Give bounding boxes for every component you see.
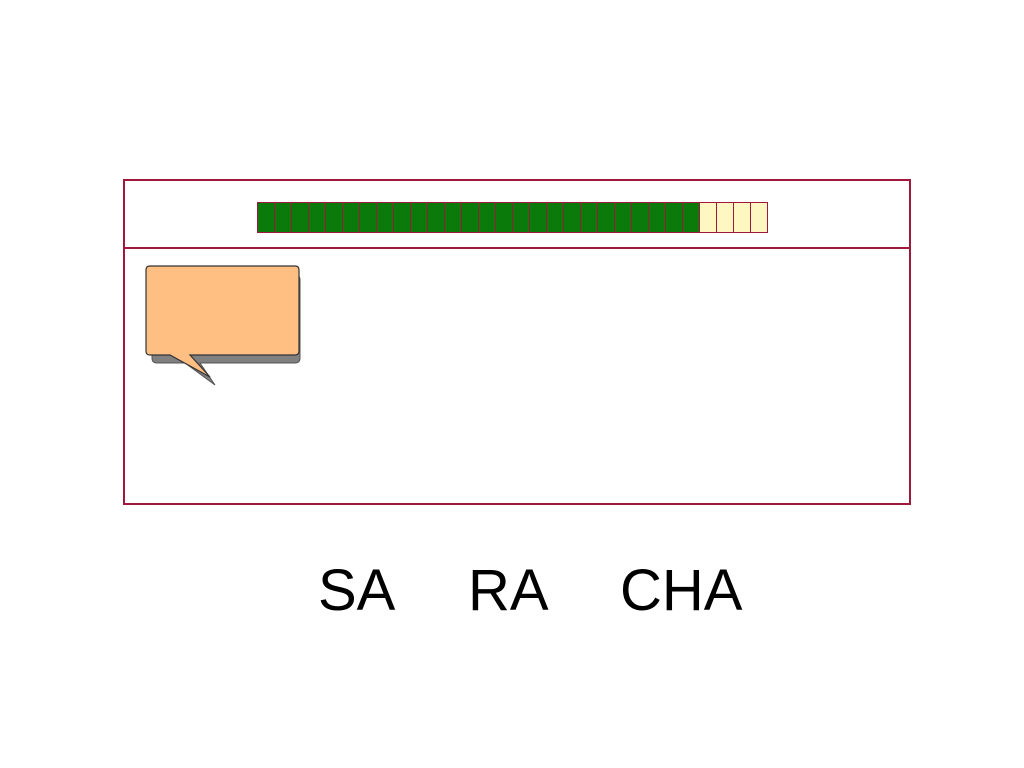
progress-segment-filled [598, 202, 615, 233]
label-sa: SA [318, 558, 396, 623]
label-cha: CHA [620, 558, 743, 623]
progress-segment-filled [292, 202, 309, 233]
label-ra: RA [468, 558, 549, 623]
progress-segment-filled [445, 202, 462, 233]
progress-segment-empty [734, 202, 751, 233]
progress-segment-filled [479, 202, 496, 233]
progress-segment-filled [683, 202, 700, 233]
progress-segment-filled [462, 202, 479, 233]
progress-segment-filled [343, 202, 360, 233]
progress-segment-filled [649, 202, 666, 233]
progress-segment-filled [496, 202, 513, 233]
progress-segment-filled [411, 202, 428, 233]
progress-segment-filled [258, 202, 275, 233]
progress-segment-filled [615, 202, 632, 233]
progress-segment-filled [377, 202, 394, 233]
progress-segment-filled [530, 202, 547, 233]
progress-segment-filled [309, 202, 326, 233]
progress-segment-empty [700, 202, 717, 233]
progress-segment-filled [360, 202, 377, 233]
progress-bar [257, 202, 768, 233]
display-frame [123, 179, 911, 505]
bottom-labels: SA RA CHA [0, 556, 1024, 636]
progress-segment-filled [326, 202, 343, 233]
progress-segment-filled [547, 202, 564, 233]
speech-bubble-body [145, 265, 300, 378]
speech-bubble-icon [145, 265, 301, 386]
progress-segment-filled [581, 202, 598, 233]
progress-segment-filled [513, 202, 530, 233]
progress-segment-filled [275, 202, 292, 233]
progress-segment-empty [751, 202, 768, 233]
frame-divider [125, 247, 909, 249]
progress-segment-filled [564, 202, 581, 233]
progress-segment-filled [632, 202, 649, 233]
progress-segment-filled [394, 202, 411, 233]
progress-segment-filled [428, 202, 445, 233]
progress-segment-filled [666, 202, 683, 233]
progress-segment-empty [717, 202, 734, 233]
